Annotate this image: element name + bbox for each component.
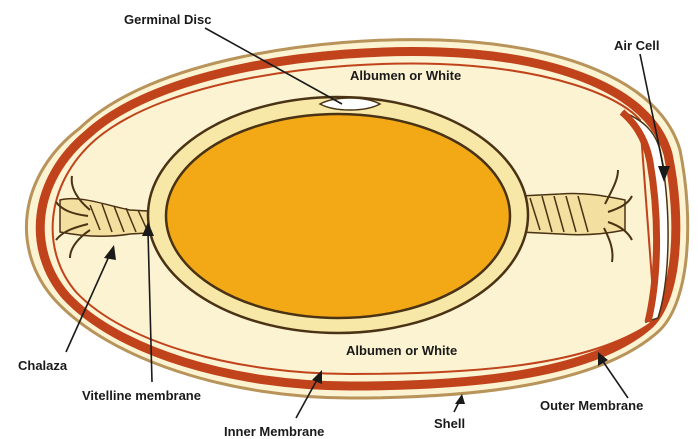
outer-membrane-label: Outer Membrane — [540, 398, 643, 413]
shell-label: Shell — [434, 416, 465, 431]
germinal-disc-label: Germinal Disc — [124, 12, 211, 27]
chalaza-label: Chalaza — [18, 358, 68, 373]
inner-membrane-label: Inner Membrane — [224, 424, 324, 439]
germinal-disc — [320, 98, 380, 110]
air-cell-label: Air Cell — [614, 38, 660, 53]
outer-membrane-leader — [602, 360, 628, 398]
albumen-bottom-label: Albumen or White — [346, 343, 457, 358]
vitelline-membrane-label: Vitelline membrane — [82, 388, 201, 403]
yolk — [166, 114, 510, 318]
albumen-top-label: Albumen or White — [350, 68, 461, 83]
